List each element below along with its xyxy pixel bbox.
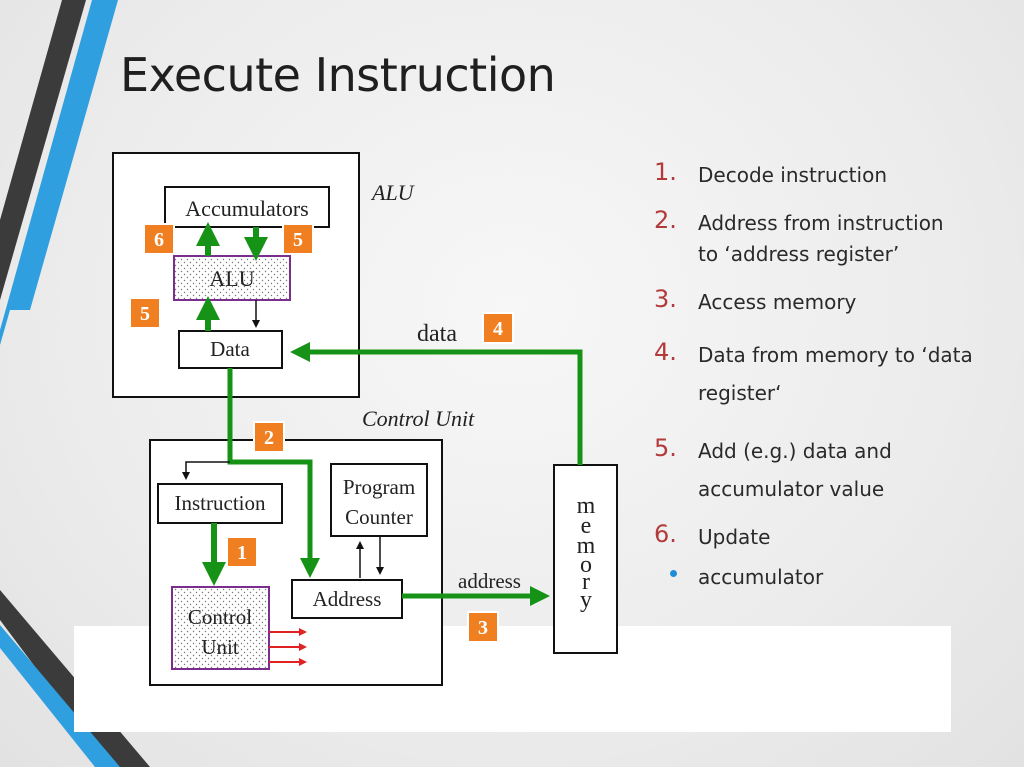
- instruction-register-label: Instruction: [175, 491, 266, 515]
- step-2-number: 2.: [654, 206, 677, 234]
- step-badge-4: [482, 312, 514, 344]
- address-register-box: [291, 579, 403, 619]
- step-badge-5-top-label: 5: [293, 229, 303, 251]
- memory-to-data-bus: [290, 342, 583, 465]
- step-1-number: 1.: [654, 158, 677, 186]
- memory-letter-5: r: [582, 569, 590, 595]
- control-unit-section-label: Control Unit: [362, 406, 475, 431]
- control-unit-box-label-1: Control: [188, 605, 252, 629]
- step-badge-5-left-label: 5: [140, 303, 150, 325]
- step-1-text: Decode instruction: [698, 163, 887, 187]
- memory-letter-2: e: [581, 513, 592, 539]
- step-badge-2-label: 2: [264, 427, 274, 449]
- data-bus-label: data: [417, 321, 457, 347]
- memory-letter-4: o: [580, 552, 592, 578]
- accumulators-label: Accumulators: [185, 196, 308, 221]
- step-badge-1-label: 1: [237, 542, 247, 564]
- alu-box-label: ALU: [209, 266, 254, 291]
- step-4-text-1: Data from memory to ‘data: [698, 343, 973, 367]
- alu-section-label: ALU: [370, 180, 416, 205]
- program-counter-label-1: Program: [343, 475, 415, 499]
- data-to-address-bus: [227, 368, 320, 578]
- step-6-number: 6.: [654, 520, 677, 548]
- program-counter-box: [330, 463, 428, 537]
- step-badge-6-label: 6: [154, 229, 164, 251]
- program-counter-label-2: Counter: [345, 505, 413, 529]
- step-5-text-1: Add (e.g.) data and: [698, 439, 892, 463]
- step-6-text: Update: [698, 525, 771, 549]
- memory-letter-1: m: [577, 493, 596, 519]
- step-4-number: 4.: [654, 338, 677, 366]
- blue-stripe-top: [0, 0, 118, 345]
- dark-stripe-top: [0, 0, 86, 300]
- step-3-text: Access memory: [698, 290, 857, 314]
- step-3-number: 3.: [654, 285, 677, 313]
- step-6-bullet-text: accumulator: [698, 565, 824, 589]
- bullet-icon: [670, 570, 677, 577]
- step-badge-6: [143, 223, 175, 255]
- step-badge-1: [226, 536, 258, 568]
- step-2-text-2: to ‘address register’: [698, 242, 900, 266]
- step-badge-3-label: 3: [478, 617, 488, 639]
- memory-box: [553, 464, 618, 654]
- step-badge-5-top: [282, 223, 314, 255]
- step-badge-2: [253, 421, 285, 453]
- control-unit-box-label-2: Unit: [201, 635, 239, 659]
- bus-to-instruction-arrow: [182, 461, 230, 480]
- step-badge-5-left: [129, 297, 161, 329]
- step-4-text-2: register‘: [698, 381, 782, 405]
- step-5-number: 5.: [654, 434, 677, 462]
- address-register-label: Address: [313, 587, 382, 611]
- step-5-text-2: accumulator value: [698, 477, 885, 501]
- data-register-box: [178, 330, 283, 369]
- address-bus-label: address: [458, 569, 521, 593]
- memory-letter-6: y: [580, 587, 592, 613]
- step-badge-4-label: 4: [493, 318, 503, 340]
- alu-box: [173, 255, 291, 301]
- data-register-label: Data: [210, 337, 250, 361]
- slide-title: Execute Instruction: [120, 48, 556, 102]
- control-unit-box: [171, 586, 270, 670]
- memory-letter-3: m: [577, 533, 596, 559]
- instruction-register-box: [157, 483, 283, 524]
- step-2-text-1: Address from instruction: [698, 211, 944, 235]
- step-badge-3: [467, 611, 499, 643]
- accumulators-box: [164, 186, 330, 228]
